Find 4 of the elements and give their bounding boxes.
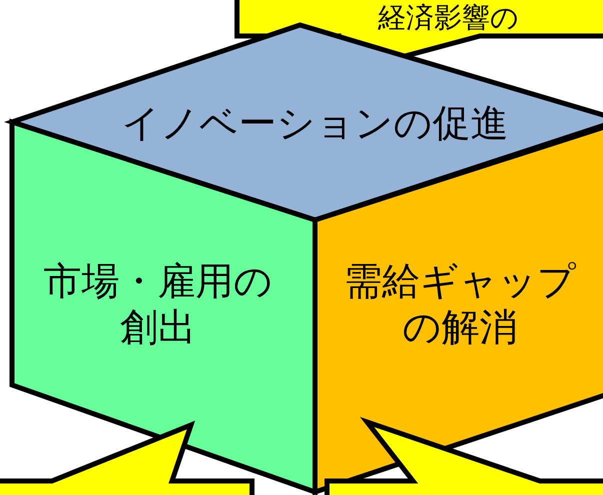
callout-text: 経済影響の	[378, 3, 520, 33]
face-label: 需給ギャップの解消	[343, 258, 577, 350]
face-label: 市場・雇用の創出	[42, 258, 274, 350]
face-label: イノベーションの促進	[120, 100, 510, 146]
